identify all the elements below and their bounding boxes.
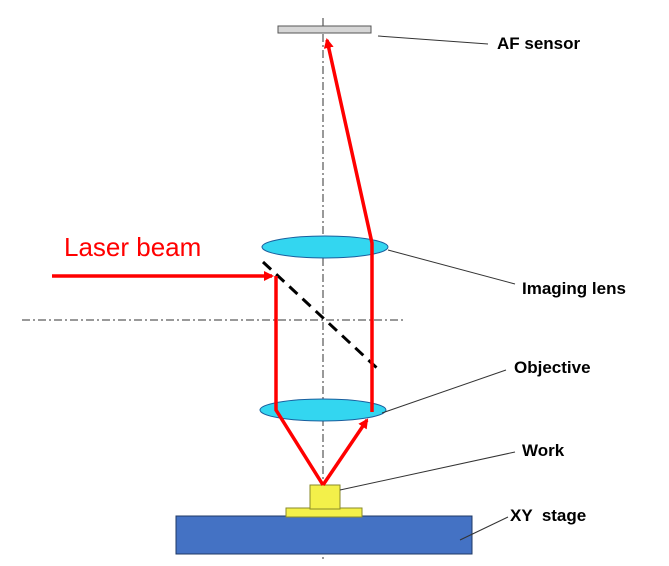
af-sensor [277, 25, 372, 34]
objective-lens [259, 398, 387, 422]
laser-path-down [274, 276, 325, 486]
objective-label: Objective [514, 358, 591, 377]
af-sensor-label: AF sensor [497, 34, 581, 53]
imaging-lens-label: Imaging lens [522, 279, 626, 298]
beam-splitter [261, 260, 380, 371]
imaging-lens-leader [387, 249, 516, 285]
xy-stage [175, 515, 473, 555]
work-piece [309, 484, 341, 510]
work-label: Work [522, 441, 565, 460]
laser-beam-label: Laser beam [64, 232, 201, 262]
imaging-lens [261, 235, 389, 259]
objective-leader [381, 369, 507, 414]
laser-path-up [323, 38, 374, 412]
work-leader [339, 451, 516, 491]
xy-stage-leader [459, 516, 509, 541]
laser-path-reflect [321, 418, 369, 486]
af-sensor-leader [377, 35, 489, 45]
xy-stage-label: XY stage [510, 506, 586, 525]
